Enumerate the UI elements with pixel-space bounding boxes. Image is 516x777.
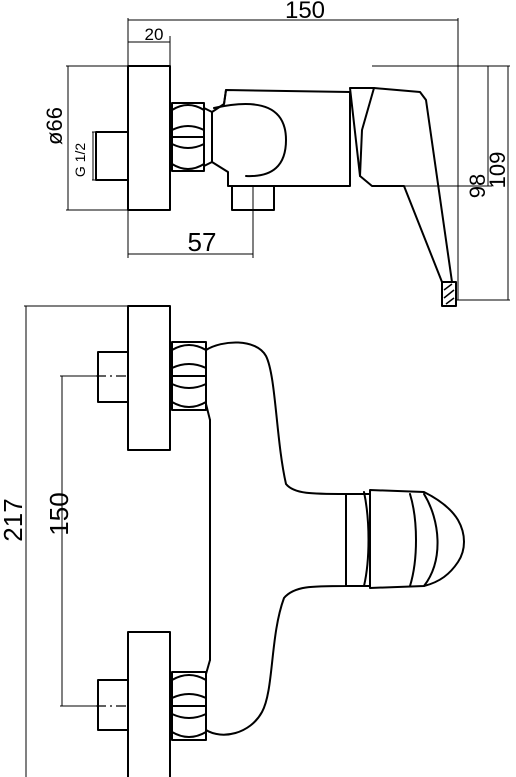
dim-lever-height: 109 <box>485 152 510 189</box>
dim-total-height: 217 <box>0 498 28 541</box>
dim-thread-size: G 1/2 <box>72 143 88 177</box>
side-hex-nut <box>171 102 213 172</box>
front-valve-body <box>205 341 347 736</box>
dimension-150-spacing: 150 <box>44 375 100 707</box>
front-view: 217 150 <box>0 305 465 777</box>
dim-flange-depth: 20 <box>145 25 164 44</box>
front-lever-handle <box>369 489 465 589</box>
side-thread-stub <box>95 131 129 181</box>
dimension-20: 20 <box>128 25 171 66</box>
dimension-150-top: 150 <box>127 0 459 300</box>
front-lower-hex-nut <box>171 671 207 741</box>
front-upper-inlet-stub <box>97 351 129 403</box>
dim-body-height: 98 <box>465 174 490 198</box>
dim-overall-length: 150 <box>285 0 325 24</box>
side-wall-flange <box>127 65 171 211</box>
front-lower-flange <box>127 631 171 777</box>
dimension-98-109: 98 109 <box>372 65 510 301</box>
dim-outlet-offset: 57 <box>188 227 217 257</box>
front-lower-inlet-stub <box>97 679 129 731</box>
dim-inlet-spacing: 150 <box>44 492 74 535</box>
dimension-57: 57 <box>127 186 254 258</box>
side-view: 150 20 ø66 G 1/2 <box>42 0 510 307</box>
dimension-diameter: ø66 <box>42 65 128 211</box>
front-upper-flange <box>127 305 171 451</box>
front-upper-hex-nut <box>171 341 207 411</box>
dim-flange-diameter: ø66 <box>42 107 67 145</box>
dimension-217: 217 <box>0 305 128 777</box>
